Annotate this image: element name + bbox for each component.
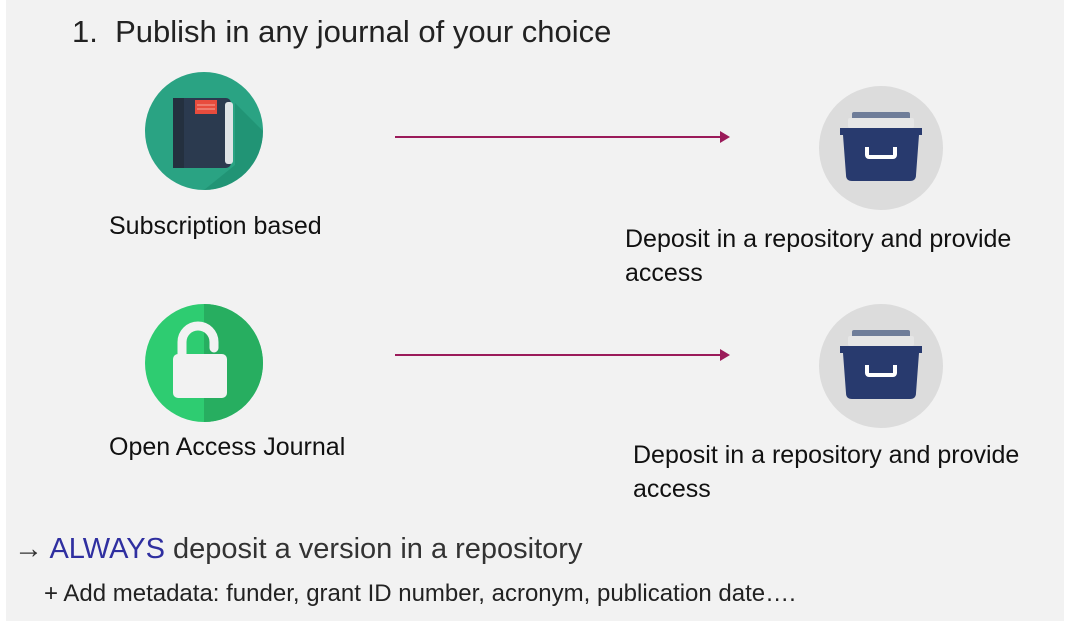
row-2-deposit-line1: Deposit in a repository and provide <box>633 441 1020 469</box>
row-1-deposit-line1: Deposit in a repository and provide <box>625 225 1012 253</box>
book-icon <box>145 72 263 190</box>
open-lock-icon <box>145 304 263 422</box>
row-2-arrow <box>395 349 730 361</box>
row-2-deposit-line2: access <box>633 475 711 503</box>
takeaway-keyword: ALWAYS <box>49 533 165 565</box>
row-1-deposit-text: Deposit in a repository and provide acce… <box>625 222 1065 290</box>
slide: 1. Publish in any journal of your choice… <box>6 0 1064 621</box>
row-2-deposit-text: Deposit in a repository and provide acce… <box>633 438 1071 506</box>
row-2-label: Open Access Journal <box>109 433 346 461</box>
metadata-note: + Add metadata: funder, grant ID number,… <box>44 580 796 607</box>
list-number: 1. <box>72 14 98 49</box>
row-1-label: Subscription based <box>109 212 322 240</box>
archive-box-icon <box>819 304 943 428</box>
row-1-deposit-line2: access <box>625 259 703 287</box>
archive-box-icon <box>819 86 943 210</box>
heading-text: Publish in any journal of your choice <box>115 14 612 49</box>
page-title: 1. Publish in any journal of your choice <box>72 14 611 50</box>
row-1-arrow <box>395 131 730 143</box>
takeaway-line: → ALWAYS deposit a version in a reposito… <box>14 533 582 566</box>
right-arrow-icon: → <box>14 533 43 565</box>
takeaway-text: deposit a version in a repository <box>164 533 583 565</box>
